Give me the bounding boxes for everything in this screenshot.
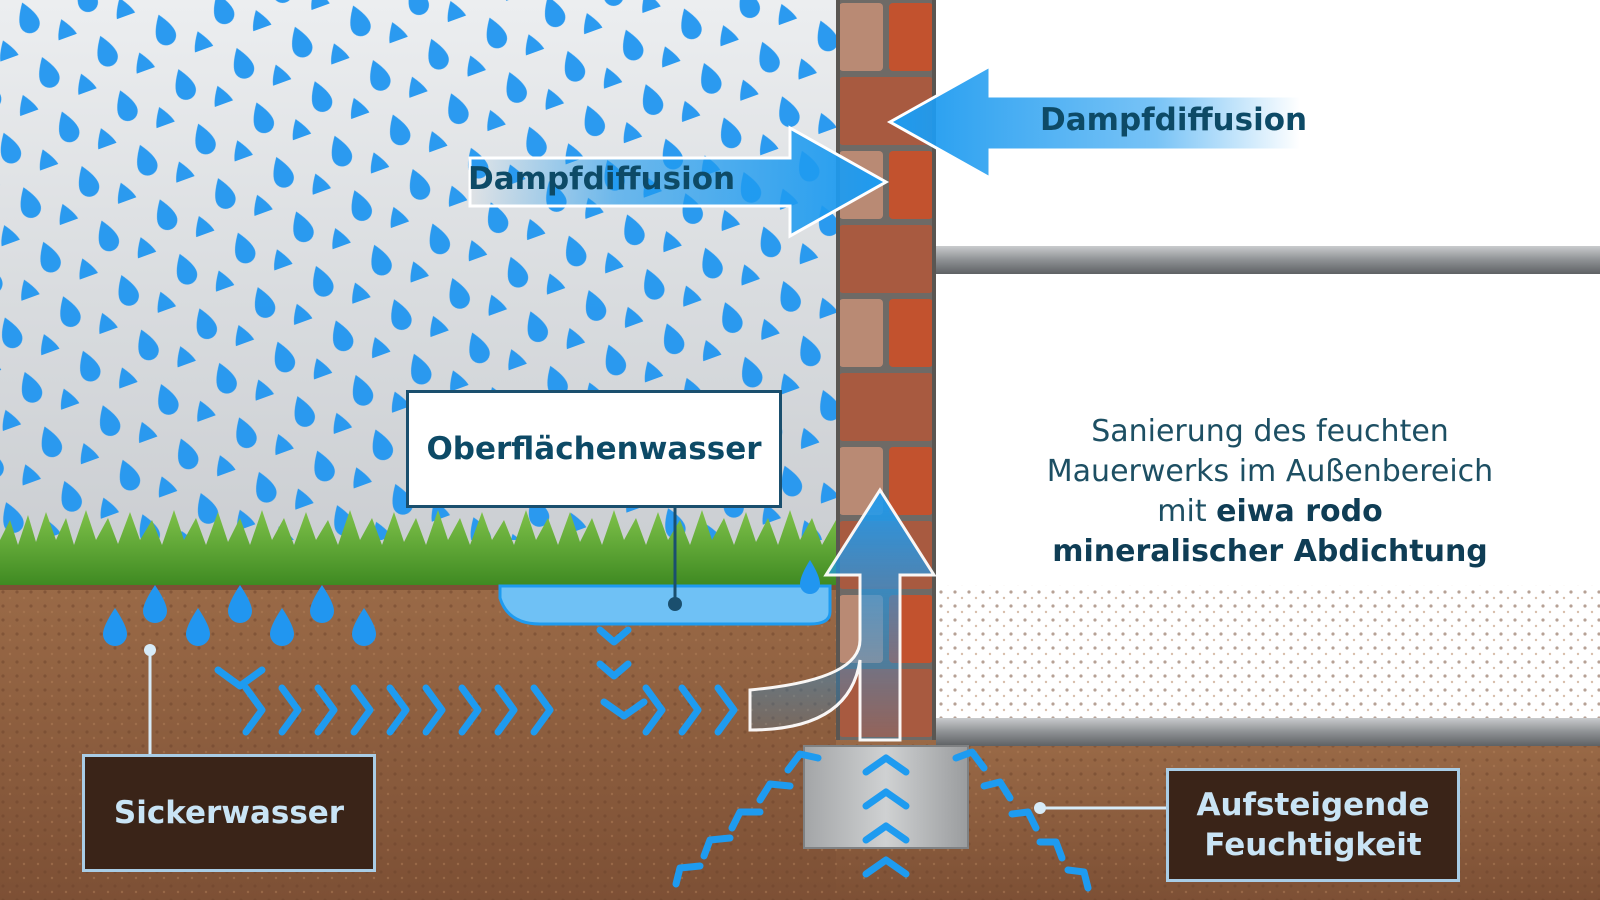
rising-damp-box: Aufsteigende Feuchtigkeit bbox=[1166, 768, 1460, 882]
renovation-info-text: Sanierung des feuchten Mauerwerks im Auß… bbox=[1000, 412, 1540, 572]
rising-damp-marker bbox=[1034, 802, 1046, 814]
wall-edge-left bbox=[836, 0, 840, 740]
surface-water-marker bbox=[668, 597, 682, 611]
seepage-water-box: Sickerwasser bbox=[82, 754, 376, 872]
wall-edge-right bbox=[932, 0, 936, 740]
info-line-4: mineralischer Abdichtung bbox=[1052, 534, 1488, 569]
surface-water-label: Oberflächenwasser bbox=[426, 431, 762, 467]
foundation bbox=[803, 745, 969, 849]
floor-slab bbox=[936, 718, 1600, 746]
rising-damp-label-line1: Aufsteigende bbox=[1196, 787, 1430, 823]
info-line-3-prefix: mit bbox=[1157, 494, 1217, 529]
rising-damp-label-line2: Feuchtigkeit bbox=[1204, 827, 1422, 863]
product-name: eiwa rodo bbox=[1216, 494, 1383, 529]
grass bbox=[0, 510, 836, 585]
moisture-into-wall-arrow bbox=[748, 487, 937, 742]
seepage-flow-chevrons bbox=[214, 626, 738, 736]
vapor-diffusion-label-right: Dampfdiffusion bbox=[1040, 102, 1308, 138]
vapor-diffusion-label-left: Dampfdiffusion bbox=[468, 161, 736, 197]
seepage-water-label: Sickerwasser bbox=[113, 795, 345, 831]
vapor-arrow-left bbox=[468, 125, 890, 239]
info-line-3: mit eiwa rodo bbox=[1000, 492, 1540, 532]
soil-edge bbox=[0, 585, 836, 590]
surface-water-box: Oberflächenwasser bbox=[406, 390, 782, 508]
info-line-2: Mauerwerks im Außenbereich bbox=[1046, 454, 1494, 489]
seepage-marker bbox=[144, 644, 156, 656]
ceiling-slab bbox=[936, 246, 1600, 274]
vapor-arrow-right bbox=[886, 63, 1302, 181]
seeping-drops bbox=[103, 560, 820, 646]
info-line-1: Sanierung des feuchten bbox=[1091, 414, 1449, 449]
surface-water-puddle bbox=[498, 584, 832, 626]
rising-damp-chevrons bbox=[672, 748, 1092, 892]
